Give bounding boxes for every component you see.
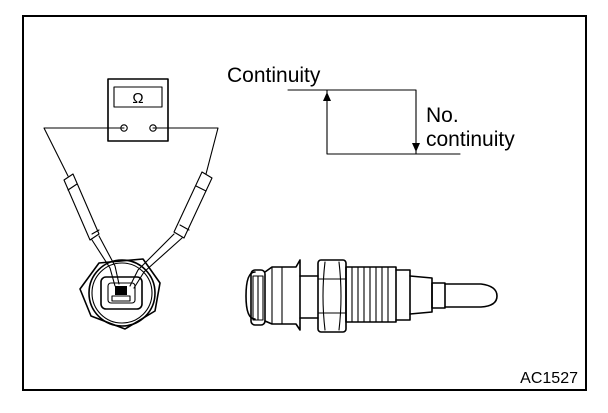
figure-code: AC1527 — [520, 370, 578, 387]
switch-side-view — [245, 259, 498, 333]
continuity-label: Continuity — [227, 64, 321, 87]
switch-front-view — [79, 258, 161, 330]
ohmmeter: Ω — [107, 78, 169, 142]
test-leads — [43, 127, 219, 289]
no-continuity-label-line1: No. — [426, 104, 459, 127]
continuity-chart: Continuity No. continuity — [227, 64, 515, 155]
left-probe — [63, 173, 120, 287]
no-continuity-label-line2: continuity — [426, 128, 515, 151]
switch-terminal — [115, 286, 127, 295]
ohm-symbol: Ω — [132, 90, 143, 107]
figure-border — [22, 15, 587, 391]
